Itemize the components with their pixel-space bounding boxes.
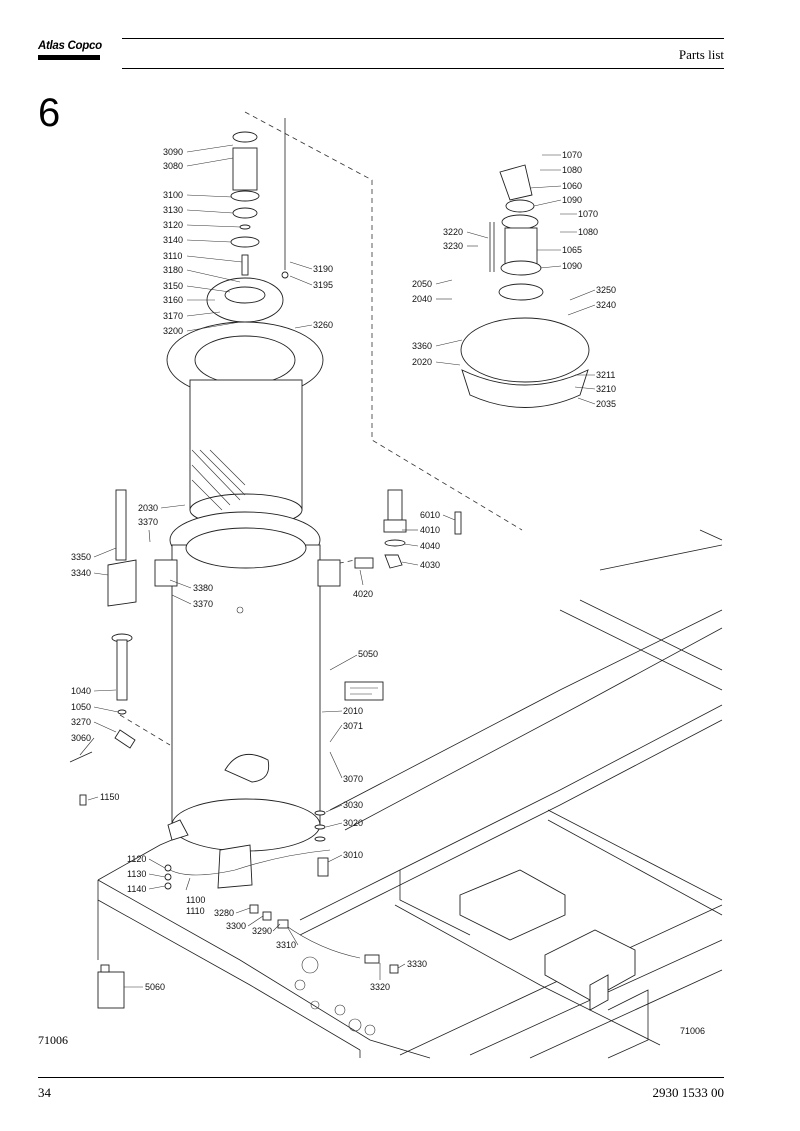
label-3140: 3140 <box>163 235 183 245</box>
label-3080: 3080 <box>163 161 183 171</box>
label-4010: 4010 <box>420 525 440 535</box>
label-1060: 1060 <box>562 181 582 191</box>
header-rule-top <box>122 38 724 39</box>
label-5060: 5060 <box>145 982 165 992</box>
minimum-pressure-valve-assembly <box>460 164 590 408</box>
label-3240: 3240 <box>596 300 616 310</box>
separator-vessel <box>154 321 341 889</box>
footer-rule <box>38 1077 724 1078</box>
label-3380: 3380 <box>193 583 213 593</box>
label-3190: 3190 <box>313 264 333 274</box>
left-side-components <box>69 489 137 806</box>
label-3120: 3120 <box>163 220 183 230</box>
label-3320: 3320 <box>370 982 390 992</box>
head-assembly <box>206 118 289 323</box>
label-3070: 3070 <box>343 774 363 784</box>
label-3220: 3220 <box>443 227 463 237</box>
label-4030: 4030 <box>420 560 440 570</box>
label-3270: 3270 <box>71 717 91 727</box>
page-title: Parts list <box>678 47 724 62</box>
label-3290: 3290 <box>252 926 272 936</box>
label-1040: 1040 <box>71 686 91 696</box>
label-2030: 2030 <box>138 503 158 513</box>
label-3211: 3211 <box>596 370 615 380</box>
label-3170: 3170 <box>163 311 183 321</box>
label-3150: 3150 <box>163 281 183 291</box>
label-4040: 4040 <box>420 541 440 551</box>
label-1110: 1110 <box>186 906 205 916</box>
label-3110: 3110 <box>163 251 182 261</box>
label-3300: 3300 <box>226 921 246 931</box>
logo-bar <box>38 55 100 60</box>
label-1050: 1050 <box>71 702 91 712</box>
label-1150: 1150 <box>100 792 119 802</box>
label-6010: 6010 <box>420 510 440 520</box>
drain-components <box>164 810 399 974</box>
label-3230: 3230 <box>443 241 463 251</box>
label-1140: 1140 <box>127 884 146 894</box>
label-3030: 3030 <box>343 800 363 810</box>
label-3250: 3250 <box>596 285 616 295</box>
label-3195: 3195 <box>313 280 333 290</box>
figure-code-inner: 71006 <box>680 1026 705 1036</box>
nozzle-assembly <box>354 489 462 569</box>
oil-container <box>97 964 125 1009</box>
label-3370-b: 3370 <box>193 599 213 609</box>
label-3360: 3360 <box>412 341 432 351</box>
label-3020: 3020 <box>343 818 363 828</box>
label-3310: 3310 <box>276 940 296 950</box>
label-3260: 3260 <box>313 320 333 330</box>
atlas-copco-logo: Atlas Copco <box>38 40 102 66</box>
brand-name: Atlas Copco <box>38 40 102 52</box>
label-1120: 1120 <box>127 854 146 864</box>
label-4020: 4020 <box>353 589 373 599</box>
label-1100: 1100 <box>186 895 205 905</box>
figure-code: 71006 <box>38 1033 68 1047</box>
label-1090-b: 1090 <box>562 261 582 271</box>
label-1065: 1065 <box>562 245 582 255</box>
label-1080-a: 1080 <box>562 165 582 175</box>
support-brackets <box>459 869 636 1011</box>
label-2010: 2010 <box>343 706 363 716</box>
label-3210: 3210 <box>596 384 616 394</box>
section-number: 6 <box>38 91 61 135</box>
label-2020: 2020 <box>412 357 432 367</box>
label-3200: 3200 <box>163 326 183 336</box>
label-3370-a: 3370 <box>138 517 158 527</box>
document-number: 2930 1533 00 <box>652 1085 725 1100</box>
label-3071: 3071 <box>343 721 363 731</box>
label-3340: 3340 <box>71 568 91 578</box>
label-2050: 2050 <box>412 279 432 289</box>
label-3330: 3330 <box>407 959 427 969</box>
label-3090: 3090 <box>163 147 183 157</box>
label-1090-a: 1090 <box>562 195 582 205</box>
label-3280: 3280 <box>214 908 234 918</box>
leader-lines <box>79 144 596 988</box>
label-1070-b: 1070 <box>578 209 598 219</box>
label-1130: 1130 <box>127 869 146 879</box>
label-3350: 3350 <box>71 552 91 562</box>
label-2040: 2040 <box>412 294 432 304</box>
part-number-labels: 3090 3080 3100 3130 3120 3140 3110 3180 … <box>71 147 705 1036</box>
label-3060: 3060 <box>71 733 91 743</box>
warning-decal <box>344 681 384 701</box>
page-number: 34 <box>38 1085 51 1100</box>
label-3180: 3180 <box>163 265 183 275</box>
label-1070-a: 1070 <box>562 150 582 160</box>
label-5050: 5050 <box>358 649 378 659</box>
header-rule-bottom <box>122 68 724 69</box>
label-3100: 3100 <box>163 190 183 200</box>
label-3130: 3130 <box>163 205 183 215</box>
label-2035: 2035 <box>596 399 616 409</box>
label-3160: 3160 <box>163 295 183 305</box>
label-1080-b: 1080 <box>578 227 598 237</box>
label-3010: 3010 <box>343 850 363 860</box>
